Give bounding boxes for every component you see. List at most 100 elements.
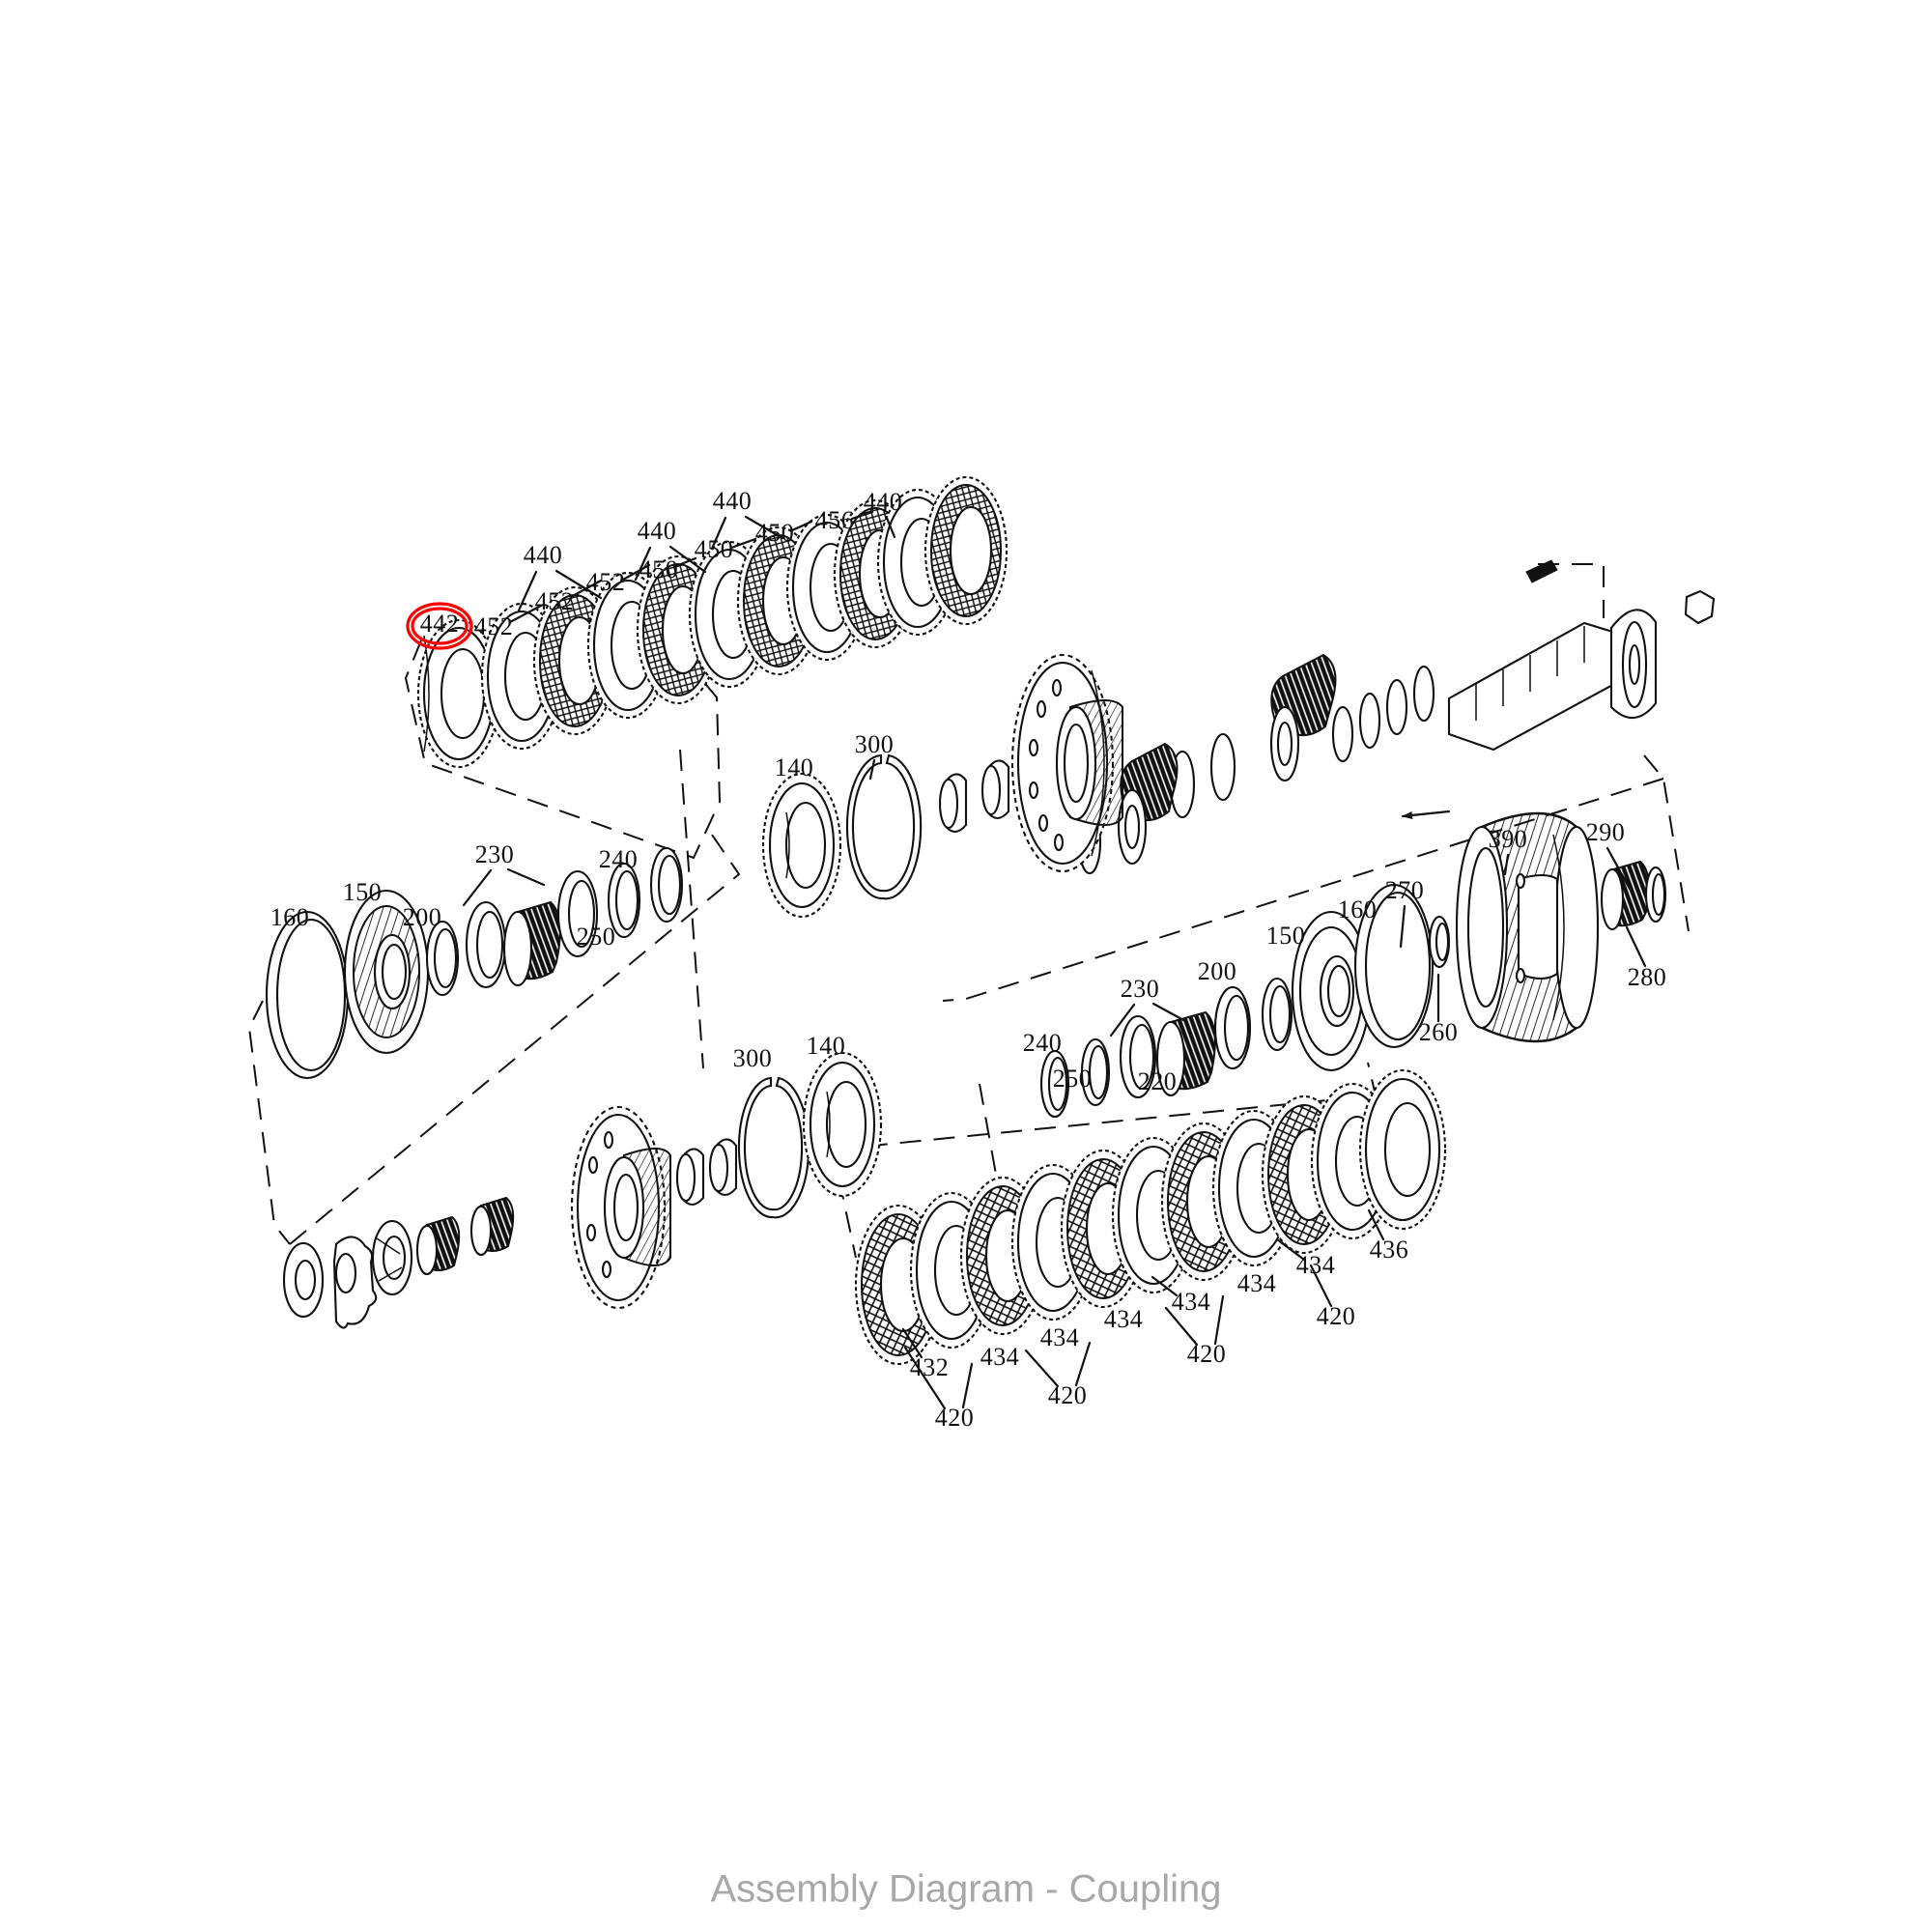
callout-434[interactable]: 434 — [1275, 1237, 1335, 1279]
callout-250[interactable]: 250 — [1053, 1065, 1093, 1093]
hub-plate-150-left — [343, 889, 430, 1055]
leader-line — [1164, 1306, 1199, 1347]
leader-line — [710, 516, 727, 551]
leader-line — [1367, 1208, 1385, 1241]
callout-440[interactable]: 440 — [864, 488, 903, 539]
callout-240[interactable]: 240 — [599, 845, 639, 873]
roller-bearing-220 — [1155, 1010, 1216, 1097]
callout-434[interactable]: 434 — [1104, 1305, 1144, 1333]
ring-200-left-bore — [433, 927, 458, 989]
needle-bearing-b — [469, 1196, 515, 1257]
race-ring-230-right-b-bore — [1223, 994, 1250, 1062]
callout-200[interactable]: 200 — [403, 903, 442, 931]
leader-line — [744, 515, 784, 540]
callout-230[interactable]: 230 — [1109, 975, 1187, 1037]
ring-290-bore — [1651, 872, 1666, 917]
highlight-ring-outer — [406, 602, 473, 650]
callout-230[interactable]: 230 — [462, 840, 546, 907]
output-shaft — [1447, 559, 1716, 752]
callout-number: 420 — [1187, 1340, 1227, 1368]
callout-452[interactable]: 452 — [474, 604, 543, 640]
callout-436[interactable]: 436 — [1367, 1208, 1408, 1264]
callout-390[interactable]: 390 — [1489, 825, 1528, 876]
callout-440[interactable]: 440 — [710, 487, 784, 551]
callout-420[interactable]: 420 — [1024, 1341, 1092, 1409]
ring-200-right-bore — [1268, 984, 1292, 1044]
callout-number: 450 — [755, 519, 795, 547]
callout-456[interactable]: 456 — [815, 506, 874, 534]
callout-432[interactable]: 432 — [901, 1327, 949, 1381]
callout-number: 440 — [524, 541, 563, 569]
leader-line — [1275, 1237, 1306, 1262]
callout-160[interactable]: 160 — [1338, 895, 1378, 923]
callout-440[interactable]: 440 — [517, 541, 603, 612]
callout-434[interactable]: 434 — [1151, 1275, 1210, 1316]
leader-line — [961, 1362, 974, 1409]
callout-270[interactable]: 270 — [1385, 876, 1425, 949]
leader-line — [885, 516, 896, 539]
frame-right-upper — [1643, 754, 1690, 932]
callout-450[interactable]: 450 — [639, 555, 697, 583]
upper-left-hub-assembly — [265, 846, 684, 1080]
frame-upper-clutch — [404, 637, 722, 860]
callout-number: 452 — [535, 587, 575, 615]
main-gear-lower — [570, 1105, 671, 1310]
callout-number: 300 — [733, 1044, 773, 1072]
callout-434[interactable]: 434 — [1040, 1323, 1080, 1351]
roller-bearing-cage-left — [502, 900, 561, 987]
callout-number: 150 — [1266, 922, 1306, 950]
callout-220[interactable]: 220 — [1138, 1067, 1178, 1095]
disc-140-upper — [761, 772, 842, 919]
callout-150[interactable]: 150 — [343, 878, 383, 906]
highlight-ring-inner — [411, 607, 469, 645]
clutch-disc-452-a — [480, 602, 563, 751]
callout-number: 280 — [1628, 963, 1667, 991]
callout-number: 450 — [695, 535, 734, 563]
callout-420[interactable]: 420 — [1164, 1294, 1227, 1368]
right-carrier-assembly — [1039, 811, 1667, 1119]
callout-300[interactable]: 300 — [855, 730, 895, 781]
race-ring-230-b-bore — [567, 879, 596, 949]
leader-line — [868, 758, 876, 781]
group-frames — [247, 563, 1690, 1259]
diagram-caption: Assembly Diagram - Coupling — [710, 1868, 1221, 1911]
callout-140[interactable]: 140 — [807, 1032, 846, 1060]
callout-280[interactable]: 280 — [1625, 925, 1667, 991]
frame-center-divider — [679, 749, 704, 1069]
lower-clutch-pack — [854, 1068, 1447, 1366]
callout-number: 434 — [1104, 1305, 1144, 1333]
leader-line — [1503, 853, 1510, 876]
callout-442[interactable]: 442 — [420, 610, 460, 638]
callout-434[interactable]: 434 — [980, 1343, 1020, 1371]
ring-160-left — [265, 910, 350, 1080]
roller-bearing-280 — [1600, 860, 1650, 931]
hub-plate-150-right — [1291, 910, 1372, 1072]
callout-number: 450 — [639, 555, 679, 583]
lower-left-small-parts — [282, 1196, 515, 1329]
callout-240[interactable]: 240 — [1023, 1029, 1063, 1057]
callout-150[interactable]: 150 — [1266, 922, 1306, 950]
leader-line — [1605, 846, 1632, 891]
callout-434[interactable]: 434 — [1237, 1269, 1277, 1297]
callout-450[interactable]: 450 — [755, 519, 813, 547]
thrust-washer-pair-lower — [675, 1138, 738, 1207]
frame-right-upper-diag — [942, 778, 1664, 1002]
callout-452[interactable]: 452 — [586, 563, 651, 596]
callout-number: 290 — [1586, 818, 1626, 846]
callout-260[interactable]: 260 — [1419, 973, 1459, 1046]
callout-200[interactable]: 200 — [1198, 957, 1237, 985]
callout-number: 140 — [775, 753, 814, 781]
snap-ring-300-lower — [737, 1076, 810, 1219]
callout-440[interactable]: 440 — [634, 517, 707, 582]
callout-140[interactable]: 140 — [775, 753, 814, 781]
callout-290[interactable]: 290 — [1586, 818, 1632, 891]
callout-420[interactable]: 420 — [1309, 1264, 1355, 1330]
lower-gear-assembly — [570, 1051, 883, 1310]
callout-160[interactable]: 160 — [270, 903, 310, 931]
callout-420[interactable]: 420 — [903, 1346, 974, 1432]
callout-250[interactable]: 250 — [577, 923, 616, 951]
callout-452[interactable]: 452 — [535, 579, 603, 615]
callout-300[interactable]: 300 — [733, 1044, 773, 1072]
callout-450[interactable]: 450 — [695, 535, 757, 563]
